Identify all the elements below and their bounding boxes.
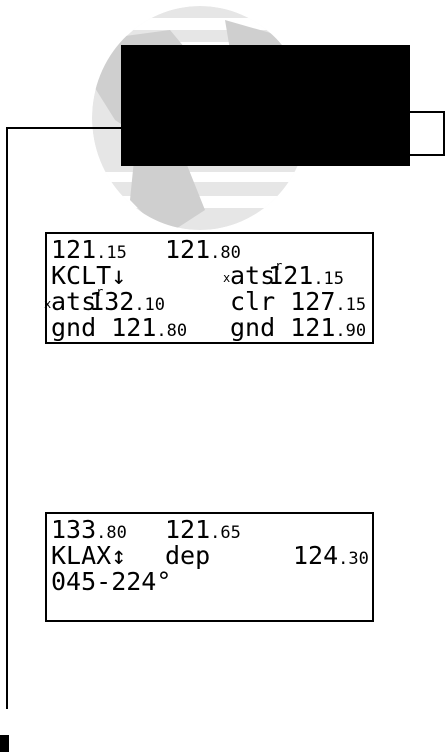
gnd-freq-frac: .80 xyxy=(156,321,188,341)
leader-line-right-v xyxy=(443,111,445,156)
gnd-label: gnd xyxy=(51,313,97,342)
airport-id: KLAX xyxy=(51,541,112,570)
active-com-int: 133 xyxy=(51,515,97,544)
gnd-label: gnd xyxy=(230,313,276,342)
row-com-frequencies: 121.15 121.80 xyxy=(51,235,368,264)
standby-com-frac: .65 xyxy=(210,523,241,543)
rx-sup: r xyxy=(275,259,283,273)
row-radials: 045-224° xyxy=(51,569,368,595)
clr-freq-int: 127 xyxy=(290,287,336,316)
arrow-down-icon: ↓ xyxy=(111,261,127,290)
active-com-frac: .80 xyxy=(96,523,127,543)
arrow-up-down-icon: ↕ xyxy=(111,541,127,570)
ats-freq-frac: .15 xyxy=(313,269,345,289)
leader-line-right-h2 xyxy=(410,154,445,156)
ats-freq-int: 121 xyxy=(268,261,314,290)
airport-id: KCLT xyxy=(51,261,112,290)
clr-label: clr xyxy=(230,287,276,316)
gnd-freq-int: 121 xyxy=(290,313,336,342)
rx-sub: x xyxy=(44,297,52,311)
dep-freq-frac: .30 xyxy=(338,549,369,569)
gnd-freq-frac: .90 xyxy=(335,321,367,341)
ats-label: ats xyxy=(51,287,97,316)
gnd-freq-int: 121 xyxy=(111,313,157,342)
row-gnd: gnd 121.80 gnd 121.90 xyxy=(51,313,368,342)
clr-freq-frac: .15 xyxy=(335,295,367,315)
standby-com-int: 121 xyxy=(165,515,211,544)
callout-box xyxy=(121,45,410,166)
rx-sub: x xyxy=(223,271,231,285)
dep-label: dep xyxy=(165,541,211,570)
radial-range: 045-224° xyxy=(51,567,172,596)
ats-freq-int: 132 xyxy=(89,287,135,316)
ats-label: ats xyxy=(230,261,276,290)
active-com-int: 121 xyxy=(51,235,97,264)
row-com-frequencies: 133.80 121.65 xyxy=(51,515,368,544)
standby-com-frac: .80 xyxy=(210,243,241,263)
end-mark xyxy=(0,735,9,752)
rx-sup: r xyxy=(96,285,104,299)
standby-com-int: 121 xyxy=(165,235,211,264)
ats-freq-frac: .10 xyxy=(134,295,166,315)
frequency-display-2: 133.80 121.65 KLAX↕ dep 124.30 045-224° xyxy=(45,512,374,622)
leader-line-left-v xyxy=(6,127,8,709)
dep-freq-int: 124 xyxy=(293,541,339,570)
row-airport: KLAX↕ dep 124.30 xyxy=(51,541,369,570)
leader-line-right-h1 xyxy=(410,111,444,113)
active-com-frac: .15 xyxy=(96,243,127,263)
leader-line-left-h xyxy=(6,127,121,129)
